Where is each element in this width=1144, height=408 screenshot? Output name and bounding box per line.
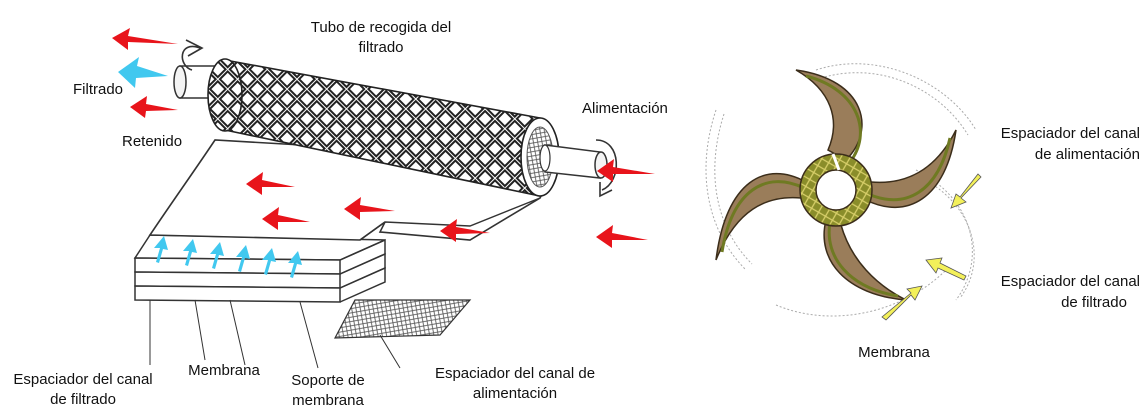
label-soporte-2: membrana — [292, 392, 364, 408]
label-soporte-1: Soporte de — [291, 372, 364, 389]
label-espaciador-filtrado-left-2: de filtrado — [50, 391, 116, 408]
label-espaciador-filtrado-left-1: Espaciador del canal — [13, 371, 152, 388]
label-filtrado: Filtrado — [73, 81, 123, 98]
label-tubo-line1: Tubo de recogida del — [311, 19, 451, 36]
label-tubo-line2: filtrado — [358, 39, 403, 56]
label-espaciador-filtrado-right-1: Espaciador del canal — [1001, 273, 1140, 290]
permeate-tube-right — [540, 145, 607, 178]
label-alimentacion: Alimentación — [582, 100, 668, 117]
label-espaciador-alim-right-2: de alimentación — [1035, 146, 1140, 163]
layered-sheets — [135, 235, 470, 368]
label-espaciador-alim-right-1: Espaciador del canal — [1001, 125, 1140, 142]
label-membrana-right: Membrana — [858, 344, 930, 361]
label-espaciador-alim-left-2: alimentación — [473, 385, 557, 402]
spiral-cross-section — [706, 64, 981, 320]
label-espaciador-filtrado-right-2: de filtrado — [1061, 294, 1127, 311]
label-membrana-left: Membrana — [188, 362, 260, 379]
left-module — [112, 28, 655, 368]
label-espaciador-alim-left-1: Espaciador del canal de — [435, 365, 595, 382]
label-retenido: Retenido — [122, 133, 182, 150]
